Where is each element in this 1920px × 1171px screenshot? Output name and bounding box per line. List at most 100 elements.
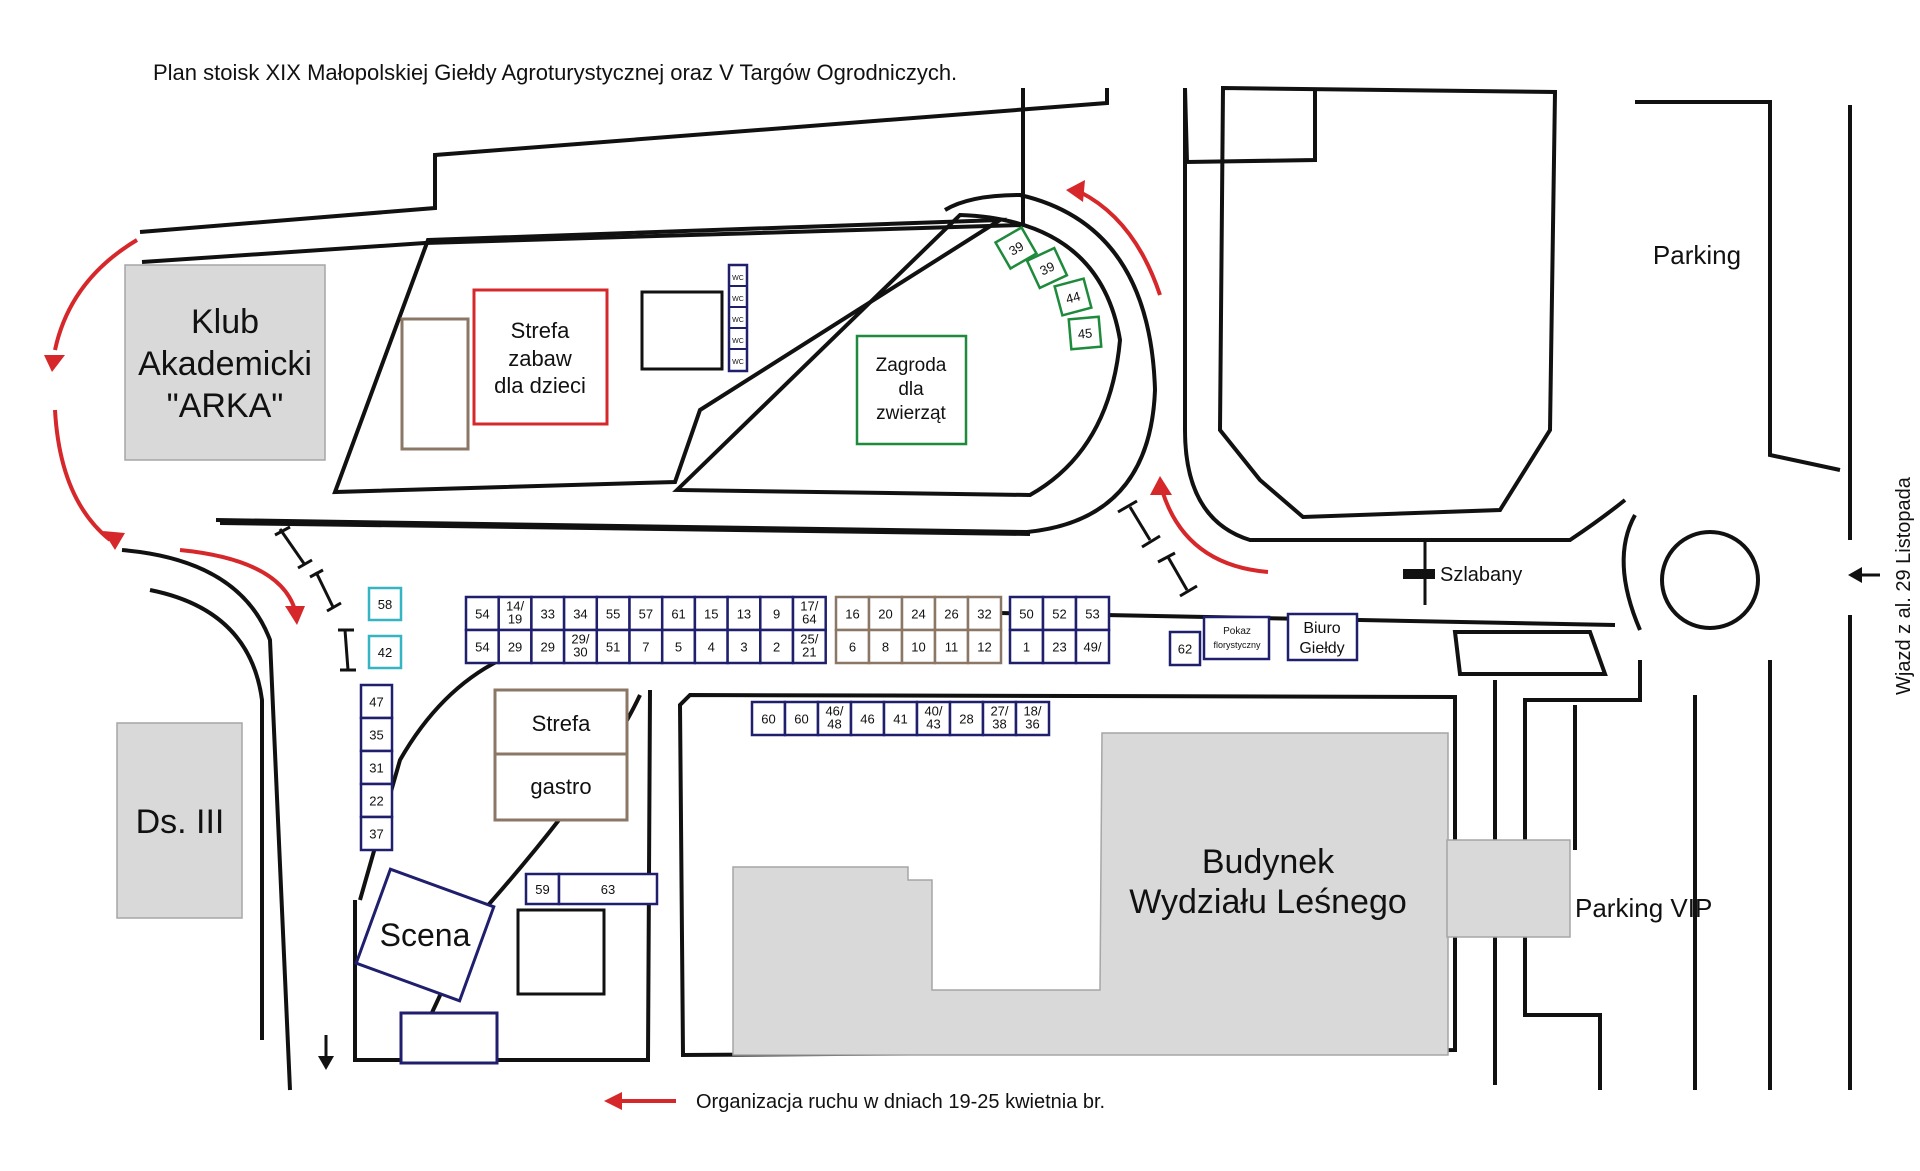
stall-box [993,225,1039,271]
wjazd-label: Wjazd z al. 29 Listopada [1893,476,1915,695]
biuro-label-1: Biuro [1303,620,1340,637]
stall-box [1053,277,1093,317]
stall: 59 [524,872,561,906]
stall-number: 29 [508,640,522,655]
stall-number: 22 [369,794,383,809]
stall: 61 [660,595,697,632]
wc-label: WC [732,359,744,366]
stall-number: 1 [1023,640,1030,655]
stall-number: 49/ [1083,640,1101,655]
stall-number: 7 [642,640,649,655]
stall-box [867,628,904,665]
red-arrow-head [103,531,125,550]
stall: 60 [750,700,787,737]
stall-box [367,586,403,622]
stall-number: 4 [708,640,715,655]
stall: 35 [359,716,394,753]
stall: 55 [595,595,631,632]
stall: 29 [530,628,566,665]
stall: 41 [882,700,919,737]
stall: 26 [933,595,970,632]
stall-number: 63 [601,882,615,897]
stall-number: 58 [378,597,392,612]
stall: 13 [726,595,762,632]
stall: 20 [867,595,904,632]
stall-number: 25/ [800,632,818,647]
stall: 3 [726,628,762,665]
stall-box [1025,246,1069,290]
szlabany-label: Szlabany [1440,564,1522,586]
gastro-label: gastro [530,774,591,799]
strefa-zabaw-box [472,288,609,426]
stall-number: 42 [378,645,392,660]
stall: 62 [1168,630,1202,667]
stall-number: 16 [845,607,859,622]
map-title: Plan stoisk XIX Małopolskiej Giełdy Agro… [153,60,957,85]
stall-number: 52 [1052,607,1066,622]
stall-box [1041,628,1078,665]
szlabany-marker [1403,540,1435,605]
stall: 49/ [1074,628,1111,665]
stall: 42 [367,634,403,670]
stall-number: 10 [911,640,925,655]
klub-arka-label-2: Akademicki [138,345,312,383]
stall-number: 15 [704,607,718,622]
stall: 28 [948,700,985,737]
stall-number: 57 [639,607,653,622]
stall: 46/48 [816,700,853,737]
stall-box [367,634,403,670]
stall: 2 [759,628,795,665]
klub-arka-label: Klub [191,303,259,341]
stall-box [1008,628,1045,665]
stall-number: 2 [773,640,780,655]
pokaz-box [1202,615,1271,661]
black-arrows [318,567,1880,1070]
green-islands [215,192,1158,535]
stall-number: 6 [849,640,856,655]
stall-number: 11 [945,640,959,655]
pokaz-label-1: Pokaz [1223,626,1251,637]
stall: 10 [900,628,937,665]
red-arrow-head [604,1092,622,1110]
stall-box [557,872,659,906]
stall-number: 54 [475,640,489,655]
stall: 58 [367,586,403,622]
navy-box-bottom [399,1011,499,1065]
stall: 6 [834,628,871,665]
pokaz-label-2: florystyczny [1213,640,1261,650]
stall-number: 28 [959,712,973,727]
stall: 34 [562,595,599,632]
biuro-label-2: Giełdy [1299,640,1344,657]
red-arrow-head [1066,180,1085,202]
stall: 32 [966,595,1003,632]
stall-number: 33 [541,607,555,622]
zagroda-label-3: zwierząt [876,403,946,424]
stall-number: 29 [541,640,555,655]
stall-number: 27/ [990,704,1008,719]
legend-text: Organizacja ruchu w dniach 19-25 kwietni… [696,1091,1105,1113]
stall-box [791,595,827,632]
stall-number: 64 [802,612,816,627]
stall-number: 44 [1064,288,1082,306]
stall-box [750,700,787,737]
stall: 46 [849,700,886,737]
stall: 15 [693,595,729,632]
stall-box [530,595,566,632]
stall: 39 [993,225,1039,271]
zagroda-box [855,334,968,446]
wc-label: WC [732,338,744,345]
stall-box [464,595,500,632]
stall-box [981,700,1018,737]
stall-number: 37 [369,827,383,842]
stall-box [1074,628,1111,665]
barriers [274,499,1198,672]
stall-box [791,628,827,665]
stall-number: 9 [773,607,780,622]
stall: 50 [1008,595,1045,632]
stall: 29/30 [562,628,599,665]
stall: 44 [1053,277,1093,317]
klub-arka-label-3: "ARKA" [167,387,284,425]
stall: 17/64 [791,595,827,632]
stall: 25/21 [791,628,827,665]
stall-number: 17/ [800,599,818,614]
